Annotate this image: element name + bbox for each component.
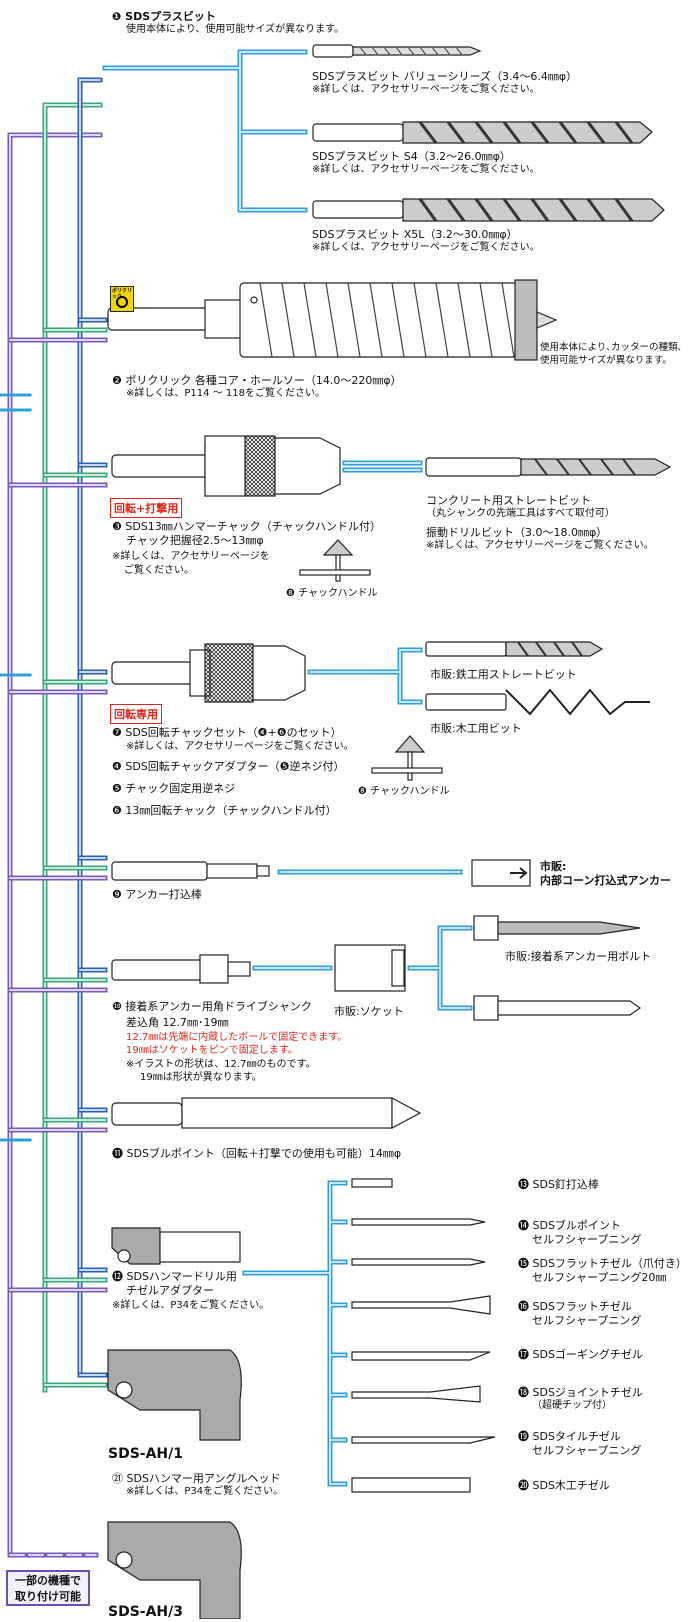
vibration-bit-note: ※詳しくは、アクセサリーページをご覧ください。 [426,540,654,551]
wood-bit-label: 市販:木工用ビット [430,722,522,735]
chuck-note-2: ご覧ください。 [124,565,194,576]
chisel-adapter-title-1: ⓬ SDSハンマードリル用 [112,1270,237,1283]
drive-shank-illustration [111,954,251,984]
chisel-16: ⓰ SDSフラットチゼル [518,1300,632,1313]
badge-line-1: 一部の機種で [15,1574,81,1587]
intro-title: ❶ SDSプラスビット [112,10,216,23]
anchor-bolt-illustration [473,915,642,1021]
chisel-adapter-title-2: チゼルアダプター [126,1284,214,1297]
chisel-14: ⓮ SDSブルポイント [518,1219,621,1232]
rot-chuck-adapter: ❹ SDS回転チャックアダプター（❺逆ネジ付） [112,760,345,773]
core-note: ※詳しくは、P114 ～ 118をご覧ください。 [126,388,325,399]
bit-value-note: ※詳しくは、アクセサリーページをご覧ください。 [312,84,540,95]
bit-x5l-note: ※詳しくは、アクセサリーページをご覧ください。 [312,242,540,253]
badge-line-2: 取り付け可能 [15,1590,81,1603]
chuck-title: ❸ SDS13㎜ハンマーチャック（チャックハンドル付） [112,520,382,533]
chisel-15-sub: セルフシャープニング20㎜ [532,1271,667,1284]
bit-s4-name: SDSプラスビット S4（3.2～26.0㎜φ） [312,150,511,163]
angle-head-title: ㉑ SDSハンマー用アングルヘッド [112,1472,281,1485]
chuck-note-1: ※詳しくは、アクセサリーページを [112,551,270,562]
core-side-note-1: 使用本体により､カッターの種類､ [540,342,683,353]
bolt-label: 市販:接着系アンカー用ボルト [505,950,652,963]
intro-note: 使用本体により、使用可能サイズが異なります。 [126,24,345,35]
chisel-18-sub: （超硬チップ付） [532,1400,612,1411]
angle-head-1-illustration [107,1349,242,1441]
bit-s4-note: ※詳しくは、アクセサリーページをご覧ください。 [312,164,540,175]
chisel-adapter-note: ※詳しくは、P34をご覧ください。 [112,1300,270,1311]
chisel-adapter-illustration [111,1227,241,1265]
rot-chuck-handle-label: ❽ チャックハンドル [358,786,450,797]
straight-bit-illustration [425,457,672,477]
chisel-15: ⓯ SDSフラットチゼル（爪付き） [518,1257,687,1270]
drive-red-1: 12.7㎜は先端に内蔵したボールで固定できます。 [126,1032,348,1043]
chisel-19: ⓳ SDSタイルチゼル [518,1430,621,1443]
vibration-bit-title: 振動ドリルビット（3.0～18.0㎜φ） [426,526,608,539]
tag-hammer: 回転+打撃用 [110,498,183,518]
core-cutter-illustration [107,279,558,361]
straight-bit-title: コンクリート用ストレートビット [426,494,591,507]
chuck-handle-illustration [299,539,371,582]
sds-bit-x5l-illustration [312,198,665,222]
bit-x5l-name: SDSプラスビット X5L（3.2～30.0㎜φ） [312,228,518,241]
chuck-sub: チャック把握径2.5～13㎜φ [126,534,264,547]
straight-bit-sub: （丸シャンクの先端工具はすべて取付可） [426,508,615,519]
drive-red-2: 19㎜はソケットをピンで固定します。 [126,1045,298,1056]
hammer-chuck-illustration [111,435,341,497]
cone-anchor-illustration [471,859,531,887]
rot-chuck-set: ❼ SDS回転チャックセット（❹+❻のセット） [112,726,342,739]
chuck-handle-label: ❽ チャックハンドル [286,588,378,599]
rot-chuck-13mm: ❻ 13㎜回転チャック（チャックハンドル付） [112,804,337,817]
tag-rotation: 回転専用 [110,704,162,724]
angle-head-3-illustration [107,1521,242,1619]
sds-bit-value-illustration [312,44,482,58]
drive-shank-title: ❿ 接着系アンカー用角ドライブシャンク [112,1000,312,1013]
rot-chuck-set-note: ※詳しくは、アクセサリーページをご覧ください。 [126,741,354,752]
anchor-rod-illustration [111,861,270,881]
bull-point-title: ⓫ SDSブルポイント（回転＋打撃での使用も可能）14㎜φ [112,1147,402,1160]
drive-shank-sub: 差込角 12.7㎜･19㎜ [126,1016,229,1029]
core-side-note-2: 使用可能サイズが異なります。 [540,355,672,366]
chisel-tools-illustration [351,1178,496,1493]
chisel-20: ⓴ SDS木工チゼル [518,1479,610,1492]
angle-head-note: ※詳しくは、P34をご覧ください。 [126,1486,284,1497]
chisel-17: ⓱ SDSゴーギングチゼル [518,1348,643,1361]
chuck-handle-2-illustration [371,735,443,781]
chisel-18: ⓲ SDSジョイントチゼル [518,1386,643,1399]
drive-note-2: 19㎜は形状が異なります。 [140,1072,262,1083]
bit-value-name: SDSプラスビット バリューシリーズ（3.4～6.4㎜φ） [312,70,578,83]
anchor-rod-title: ❾ アンカー打込棒 [112,888,202,901]
cone-anchor-label-1: 市販: [540,860,567,873]
wood-bit-illustration [425,688,650,716]
drive-note-1: ※イラストの形状は、12.7㎜のものです。 [126,1059,316,1070]
chisel-13: ⓭ SDS釘打込棒 [518,1178,599,1191]
core-title: ❷ ポリクリック 各種コア・ホールソー（14.0～220㎜φ） [112,374,402,387]
partial-compatibility-badge: 一部の機種で 取り付け可能 [6,1570,90,1606]
polyclick-logo: ポリクリック [110,286,134,312]
cone-anchor-label-2: 内部コーン打込式アンカー [540,874,672,887]
steel-bit-label: 市販:鉄工用ストレートビット [430,668,577,681]
socket-label: 市販:ソケット [334,1005,404,1018]
socket-illustration [334,944,406,992]
angle-head-model-1: SDS-AH/1 [108,1446,184,1462]
bull-point-illustration [111,1096,422,1130]
rotation-chuck-illustration [111,643,306,703]
rot-chuck-screw: ❺ チャック固定用逆ネジ [112,782,236,795]
sds-bit-s4-illustration [312,121,653,144]
chisel-14-sub: セルフシャープニング [532,1233,642,1246]
chisel-19-sub: セルフシャープニング [532,1444,642,1457]
angle-head-model-3: SDS-AH/3 [108,1604,184,1620]
steel-bit-illustration [425,641,604,657]
chisel-16-sub: セルフシャープニング [532,1314,642,1327]
